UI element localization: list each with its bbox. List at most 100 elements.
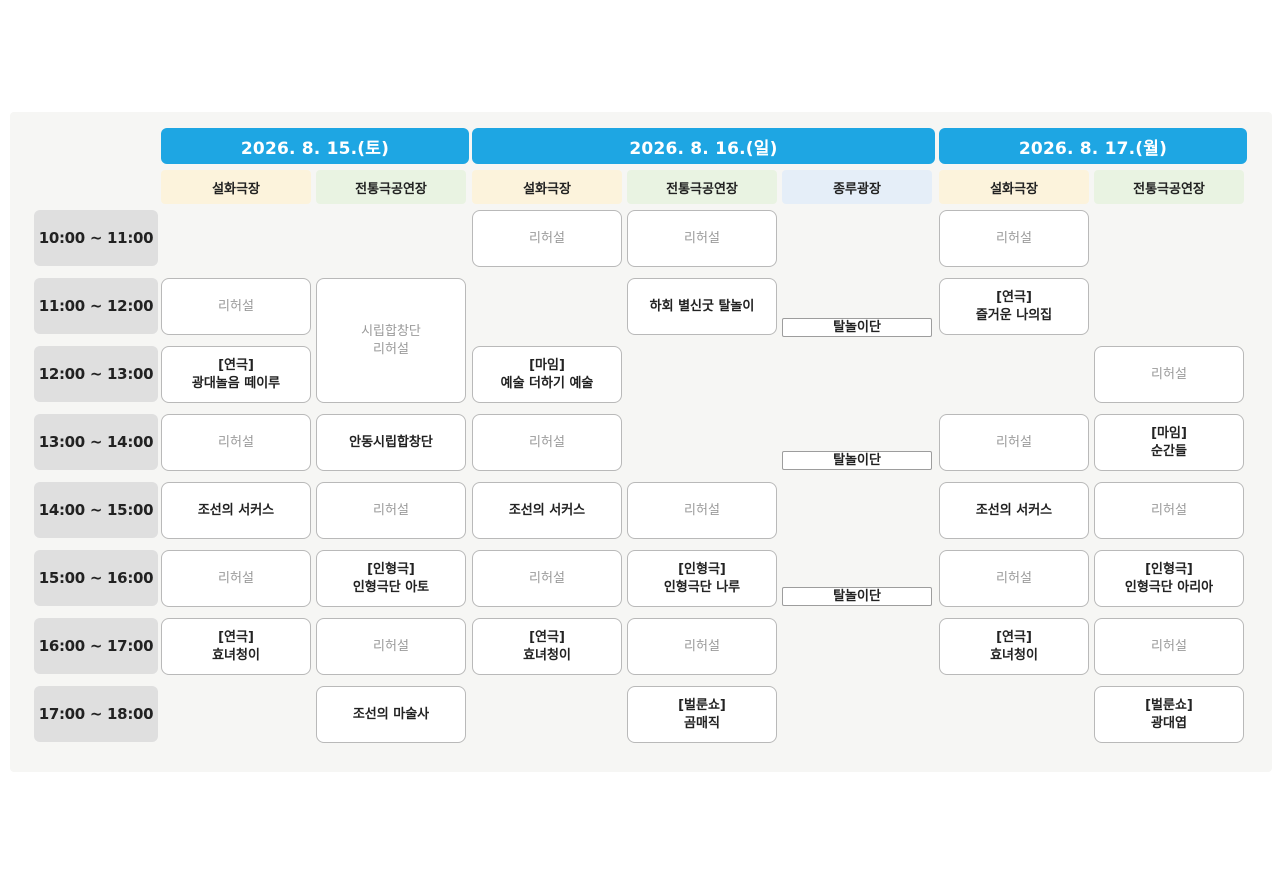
square-event-tag[interactable]: 탈놀이단 — [782, 451, 932, 470]
rehearsal-block[interactable]: 리허설 — [627, 482, 777, 539]
rehearsal-block[interactable]: 리허설 — [939, 210, 1089, 267]
event-text-line: 리허설 — [373, 638, 409, 654]
time-slot-label: 12:00 ~ 13:00 — [34, 346, 158, 402]
event-block[interactable]: 하회 별신굿 탈놀이 — [627, 278, 777, 335]
venue-header: 전통극공연장 — [316, 170, 466, 204]
event-block[interactable]: [인형극]인형극단 아토 — [316, 550, 466, 607]
event-block[interactable]: [연극] 효녀청이 — [472, 618, 622, 675]
rehearsal-block[interactable]: 리허설 — [627, 618, 777, 675]
event-text-line: [연극] — [996, 289, 1032, 305]
event-block[interactable]: 조선의 서커스 — [939, 482, 1089, 539]
event-text-line: 광대놀음 떼이루 — [191, 375, 281, 391]
event-block[interactable]: [인형극]인형극단 아리아 — [1094, 550, 1244, 607]
time-slot-label: 14:00 ~ 15:00 — [34, 482, 158, 538]
event-text-line: [연극] — [529, 629, 565, 645]
time-slot-label: 13:00 ~ 14:00 — [34, 414, 158, 470]
event-text-line: 순간들 — [1151, 443, 1187, 459]
venue-header: 전통극공연장 — [1094, 170, 1244, 204]
day-header: 2026. 8. 17.(월) — [939, 128, 1247, 164]
event-block[interactable]: [연극] 광대놀음 떼이루 — [161, 346, 311, 403]
square-event-tag[interactable]: 탈놀이단 — [782, 587, 932, 606]
venue-header: 설화극장 — [161, 170, 311, 204]
event-block[interactable]: 조선의 마술사 — [316, 686, 466, 743]
event-block[interactable]: [연극] 효녀청이 — [161, 618, 311, 675]
event-text-line: 리허설 — [684, 230, 720, 246]
event-text-line: 리허설 — [218, 434, 254, 450]
event-text-line: [벌룬쇼] — [678, 697, 726, 713]
event-text-line: [연극] — [218, 357, 254, 373]
venue-header: 설화극장 — [939, 170, 1089, 204]
event-text-line: 안동시립합창단 — [349, 434, 433, 450]
rehearsal-block[interactable]: 리허설 — [316, 482, 466, 539]
rehearsal-block[interactable]: 리허설 — [472, 550, 622, 607]
event-block[interactable]: [벌룬쇼] 광대엽 — [1094, 686, 1244, 743]
time-slot-label: 11:00 ~ 12:00 — [34, 278, 158, 334]
event-block[interactable]: [연극] 효녀청이 — [939, 618, 1089, 675]
event-text-line: [마임] — [529, 357, 565, 373]
event-text-line: 효녀청이 — [990, 647, 1038, 663]
event-block[interactable]: [연극] 즐거운 나의집 — [939, 278, 1089, 335]
event-block[interactable]: [마임] 순간들 — [1094, 414, 1244, 471]
event-block[interactable]: [벌룬쇼] 곰매직 — [627, 686, 777, 743]
event-text-line: [연극] — [218, 629, 254, 645]
square-event-label: 탈놀이단 — [833, 319, 881, 335]
rehearsal-block[interactable]: 리허설 — [939, 550, 1089, 607]
rehearsal-block[interactable]: 리허설 — [161, 278, 311, 335]
event-text-line: 리허설 — [529, 230, 565, 246]
event-text-line: 리허설 — [1151, 366, 1187, 382]
venue-header: 설화극장 — [472, 170, 622, 204]
square-event-tag[interactable]: 탈놀이단 — [782, 318, 932, 337]
event-text-line: 곰매직 — [684, 715, 720, 731]
event-block[interactable]: 조선의 서커스 — [472, 482, 622, 539]
event-text-line: 예술 더하기 예술 — [500, 375, 594, 391]
event-block[interactable]: [인형극] 인형극단 나루 — [627, 550, 777, 607]
event-text-line: 리허설 — [529, 570, 565, 586]
square-event-label: 탈놀이단 — [833, 452, 881, 468]
rehearsal-block[interactable]: 리허설 — [161, 550, 311, 607]
rehearsal-block[interactable]: 리허설 — [161, 414, 311, 471]
event-text-line: 리허설 — [996, 570, 1032, 586]
venue-header: 종루광장 — [782, 170, 932, 204]
event-text-line: 인형극단 나루 — [663, 579, 741, 595]
event-text-line: 리허설 — [684, 638, 720, 654]
event-text-line: 인형극단 아토 — [352, 579, 430, 595]
event-block[interactable]: 안동시립합창단 — [316, 414, 466, 471]
rehearsal-block[interactable]: 리허설 — [1094, 618, 1244, 675]
event-text-line: 리허설 — [373, 341, 409, 357]
rehearsal-block[interactable]: 리허설 — [939, 414, 1089, 471]
event-text-line: 리허설 — [218, 298, 254, 314]
day-header: 2026. 8. 16.(일) — [472, 128, 935, 164]
event-text-line: 조선의 서커스 — [197, 502, 275, 518]
rehearsal-block[interactable]: 리허설 — [1094, 482, 1244, 539]
event-text-line: [마임] — [1151, 425, 1187, 441]
event-text-line: 조선의 마술사 — [352, 706, 430, 722]
event-text-line: 효녀청이 — [523, 647, 571, 663]
event-text-line: [벌룬쇼] — [1145, 697, 1193, 713]
event-text-line: 리허설 — [1151, 502, 1187, 518]
event-text-line: 리허설 — [684, 502, 720, 518]
rehearsal-block[interactable]: 리허설 — [472, 414, 622, 471]
time-slot-label: 15:00 ~ 16:00 — [34, 550, 158, 606]
event-text-line: [인형극] — [678, 561, 726, 577]
event-block[interactable]: [마임] 예술 더하기 예술 — [472, 346, 622, 403]
venue-header: 전통극공연장 — [627, 170, 777, 204]
time-slot-label: 16:00 ~ 17:00 — [34, 618, 158, 674]
rehearsal-block[interactable]: 리허설 — [472, 210, 622, 267]
event-text-line: 하회 별신굿 탈놀이 — [649, 298, 755, 314]
event-text-line: 리허설 — [996, 434, 1032, 450]
rehearsal-block[interactable]: 리허설 — [316, 618, 466, 675]
event-text-line: 리허설 — [996, 230, 1032, 246]
event-text-line: [연극] — [996, 629, 1032, 645]
rehearsal-block[interactable]: 리허설 — [1094, 346, 1244, 403]
event-text-line: 리허설 — [218, 570, 254, 586]
event-text-line: 즐거운 나의집 — [975, 307, 1053, 323]
event-text-line: 효녀청이 — [212, 647, 260, 663]
event-text-line: 광대엽 — [1151, 715, 1187, 731]
rehearsal-block[interactable]: 리허설 — [627, 210, 777, 267]
event-text-line: 조선의 서커스 — [508, 502, 586, 518]
time-slot-label: 10:00 ~ 11:00 — [34, 210, 158, 266]
event-text-line: 조선의 서커스 — [975, 502, 1053, 518]
event-block[interactable]: 조선의 서커스 — [161, 482, 311, 539]
